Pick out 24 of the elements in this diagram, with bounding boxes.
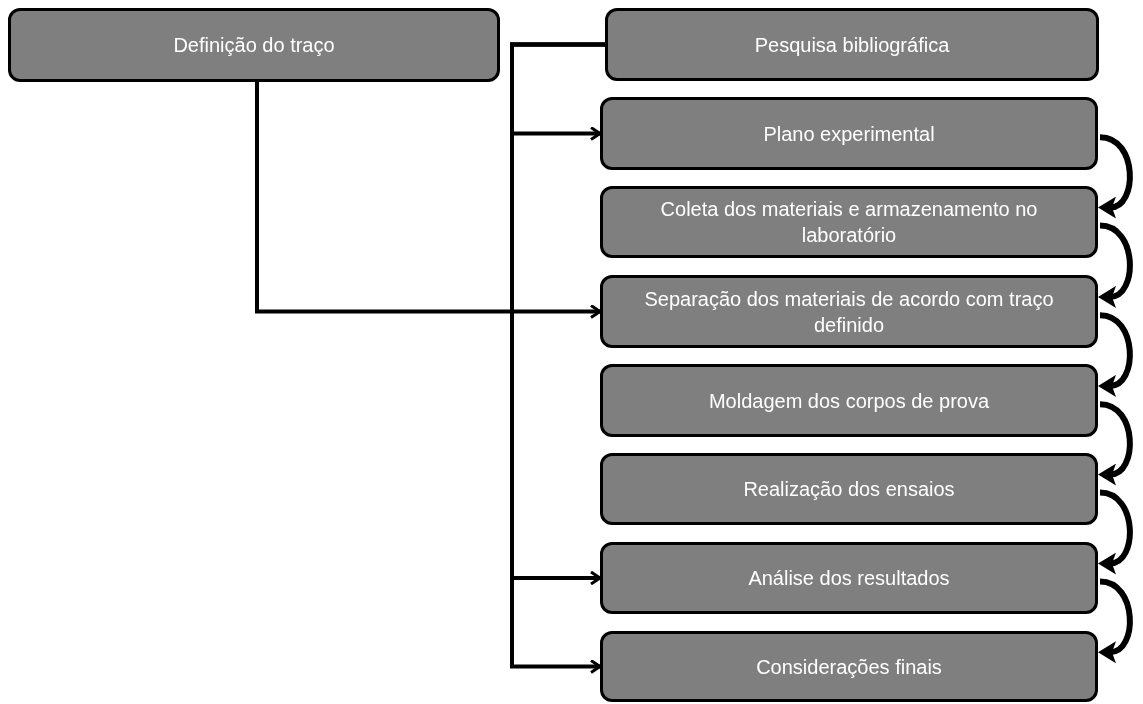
box-label: Considerações finais: [756, 654, 942, 680]
box-label: Definição do traço: [173, 33, 335, 58]
arrow: [1098, 401, 1133, 485]
box-label: Análise dos resultados: [748, 566, 950, 591]
arrow: [1098, 312, 1133, 396]
box-label: Moldagem dos corpos de prova: [708, 388, 990, 414]
process-box: [600, 542, 1098, 614]
box-label: Coleta dos materiais e armazenamento no laboratório: [659, 197, 1039, 248]
process-box: [600, 453, 1098, 525]
process-box: [600, 631, 1098, 702]
box-label: Realização dos ensaios: [743, 477, 955, 502]
arrow: [1098, 578, 1133, 662]
process-box: [600, 186, 1098, 258]
process-box: [600, 275, 1098, 348]
box-label: Pesquisa bibliográfica: [754, 32, 950, 58]
process-box: [600, 364, 1098, 437]
arrow: [255, 82, 602, 319]
arrow: [1098, 222, 1133, 307]
process-box: [600, 97, 1098, 170]
process-box: [605, 8, 1099, 81]
box-label: Plano experimental: [763, 121, 935, 147]
box-label: Separação dos materiais de acordo com traço definido: [643, 286, 1055, 338]
arrow: [1098, 489, 1133, 574]
process-box: [8, 8, 500, 82]
